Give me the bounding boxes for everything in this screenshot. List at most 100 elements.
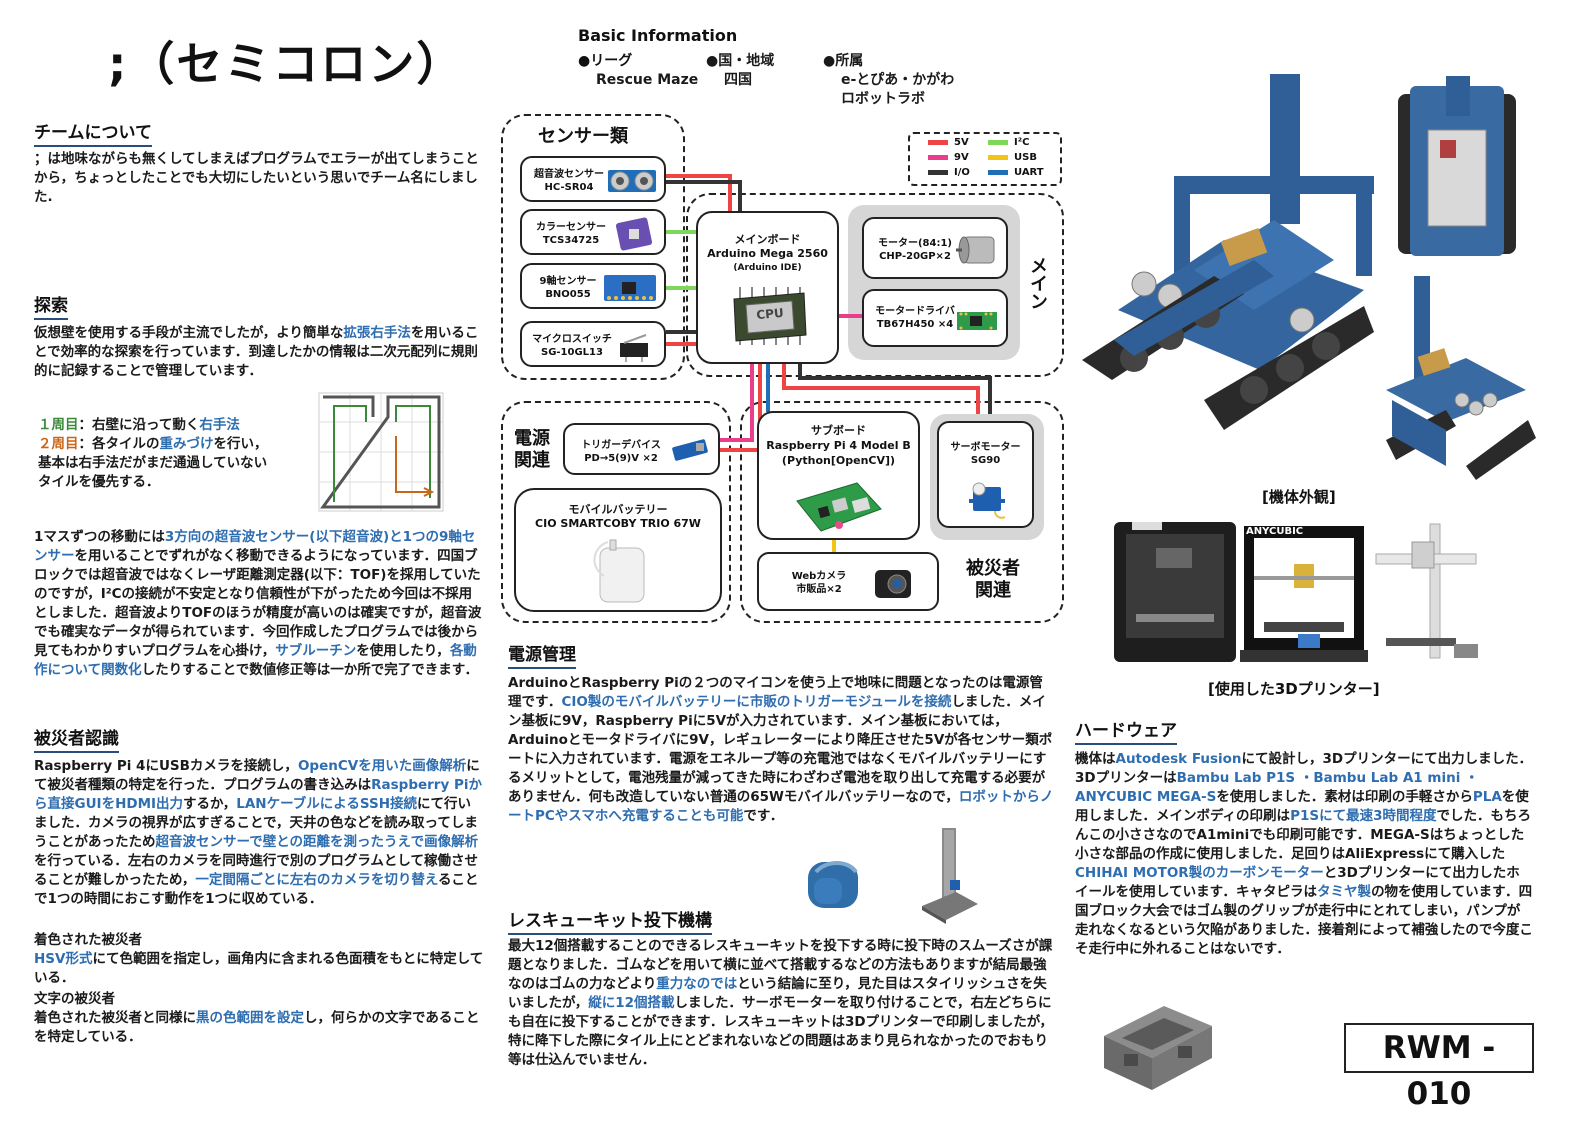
team-id-box: RWM - 010	[1344, 1023, 1534, 1112]
explore-para-2: 1マスずつの移動には3方向の超音波センサー(以下超音波)と1つの9軸センサーを用…	[34, 528, 484, 680]
robot-top-render	[1398, 76, 1516, 256]
org-value-2: ロボットラボ	[841, 91, 925, 107]
servo-icon	[969, 482, 1006, 519]
lap-description: １周目：右壁に沿って動く右手法 ２周目：各タイルの重みづけを行い，基本は右手法だ…	[38, 416, 278, 492]
legend-item: 9V	[928, 152, 969, 163]
legend-label: I/O	[954, 167, 970, 178]
victim-section: 被災者認識	[34, 724, 119, 753]
power-highlight: CIO製のモバイルバッテリーに市販のトリガーモジュールを接続	[561, 694, 952, 710]
org-value-1: e-とぴあ・かがわ	[841, 72, 955, 88]
victim-heading: 被災者認識	[34, 724, 119, 753]
webcam-icon	[875, 570, 911, 598]
victim-highlight: LANケーブルによるSSH接続	[236, 796, 418, 812]
hardware-highlight: P1Sにて最速3時間程度	[1290, 808, 1437, 824]
victim-highlight: HSV形式	[34, 951, 93, 967]
hardware-section: ハードウェア	[1075, 716, 1177, 745]
printer-mega-s-image	[1240, 526, 1368, 662]
battery-name: モバイルバッテリー	[568, 503, 668, 516]
legend-item: I/O	[928, 167, 970, 178]
hardware-highlight: タミヤ製	[1317, 884, 1372, 900]
servo-name: サーボモーター	[950, 442, 1021, 453]
power-text: です．	[743, 808, 784, 824]
motor-driver-icon	[957, 312, 997, 330]
rescue-dispenser-image	[922, 828, 978, 924]
hardware-text: を使用しました．メインボディの印刷は	[1075, 789, 1529, 824]
league-label: ●リーグ	[578, 53, 633, 69]
microswitch-name: マイクロスイッチ	[532, 334, 612, 345]
robot-side-render	[1386, 276, 1536, 480]
team-heading: チームについて	[34, 118, 152, 147]
explore-text: を使用したり，	[356, 643, 450, 659]
maze-path-illustration	[318, 392, 444, 512]
main-group-label: メイン	[1027, 256, 1048, 310]
letter-victim-title: 文字の被災者	[34, 991, 115, 1007]
region-label: ●国・地域	[706, 53, 775, 69]
region-value: 四国	[724, 72, 752, 88]
legend-swatch	[928, 140, 948, 145]
trigger-device-card: トリガーデバイス PD→5(9)V ×2	[563, 423, 720, 475]
victim-highlight: 一定間隔ごとに左右のカメラを切り替え	[195, 872, 438, 888]
color-sensor-name: カラーセンサー	[536, 222, 606, 233]
org-label: ●所属	[823, 53, 864, 69]
victim-text: ることで1つの時間におこす動作を1つに収めている．	[34, 872, 479, 907]
team-text: ；は地味ながらも無くしてしまえばプログラムでエラーが出てしまうことから，ちょっと…	[34, 151, 479, 205]
lap2-text: ：各タイルの	[78, 436, 160, 452]
trigger-device-model: PD→5(9)V ×2	[584, 453, 658, 464]
victim-text: にて色範囲を指定し，画角内に含まれる色面積をもとに特定している．	[34, 951, 484, 986]
webcam-name: Webカメラ	[791, 571, 847, 582]
power-group-box	[501, 401, 731, 623]
ultrasonic-name: 超音波センサー	[534, 169, 604, 180]
subboard-card: サブボード Raspberry Pi 4 Model B (Python[Ope…	[757, 411, 920, 540]
explore-highlight: 各動作について関数化	[34, 643, 477, 678]
legend-label: I²C	[1014, 137, 1030, 148]
subboard-language: (Python[OpenCV])	[781, 454, 896, 467]
victim-text: にて被災者種類の特定を行った．プログラムの書き込みは	[34, 758, 480, 793]
victim-group-label-1: 被災者	[966, 558, 1020, 579]
power-text: ArduinoとRaspberry Piの２つのマイコンを使う上で地味に問題とな…	[508, 675, 1043, 710]
color-sensor-icon	[615, 217, 653, 251]
explore-text: を用いることでずれがなく移動できるようになっています．四国ブロックでは超音波では…	[34, 548, 482, 659]
victim-highlight: 黒の色範囲を設定	[196, 1010, 304, 1026]
legend-label: 9V	[954, 152, 969, 163]
rescue-highlight: 縦に12個搭載	[588, 995, 675, 1011]
rescue-text: しました．サーボモーターを取り付けることで，右左どちらにも自在に投下することがで…	[508, 995, 1053, 1068]
mobile-battery-card: モバイルバッテリー CIO SMARTCOBY TRIO 67W	[514, 488, 722, 612]
hardware-heading: ハードウェア	[1075, 716, 1177, 745]
page-title: ;（セミコロン）	[108, 37, 465, 91]
basic-info-heading: Basic Information	[578, 26, 738, 45]
webcam-card: Webカメラ 市販品×2	[757, 552, 939, 611]
org-block: ●所属 e-とぴあ・かがわ ロボットラボ	[823, 52, 954, 109]
rescue-kit-cube-image	[808, 861, 858, 908]
explore-text: 1マスずつの移動には	[34, 529, 165, 545]
imu-name: 9軸センサー	[539, 276, 597, 287]
victim-highlight: Raspberry Piから直接GUIをHDMI出力	[34, 777, 482, 812]
microswitch-card: マイクロスイッチ SG-10GL13	[520, 321, 666, 367]
battery-model: CIO SMARTCOBY TRIO 67W	[535, 517, 701, 530]
motor-driver-model: TB67H450 ×4	[876, 319, 954, 330]
lap1-highlight: 右手法	[199, 417, 240, 433]
subboard-title: サブボード	[811, 424, 866, 437]
chassis-part-render	[1104, 1006, 1212, 1090]
color-sensor-model: TCS34725	[542, 235, 600, 246]
microswitch-model: SG-10GL13	[541, 347, 603, 358]
lap1-text: ：右壁に沿って動く	[78, 417, 200, 433]
lap2-highlight: 重みづけ	[159, 436, 214, 452]
victim-color: 着色された被災者 HSV形式にて色範囲を指定し，画角内に含まれる色面積をもとに特…	[34, 931, 484, 1047]
rescue-section: レスキューキット投下機構	[508, 906, 712, 935]
victim-highlight: OpenCVを用いた画像解析	[297, 758, 467, 774]
legend-swatch	[928, 155, 948, 160]
color-victim-title: 着色された被災者	[34, 932, 142, 948]
hardware-highlight: CHIHAI MOTOR製のカーボンモーター	[1075, 865, 1324, 881]
imu-sensor-card: 9軸センサー BNO055	[520, 263, 666, 309]
rescue-text: 最大12個搭載することのできるレスキューキットを投下する時に投下時のスムーズさが…	[508, 938, 1053, 992]
legend-item: I²C	[988, 137, 1029, 148]
hardware-highlight: Bambu Lab P1S ・Bambu Lab A1 mini ・ANYCUB…	[1075, 770, 1479, 805]
mainboard-title: メインボード	[734, 233, 801, 246]
ultrasonic-sensor-card: 超音波センサー HC-SR04	[520, 156, 666, 202]
ultrasonic-model: HC-SR04	[544, 182, 594, 193]
lap2-label: ２周目	[38, 436, 79, 452]
power-para: ArduinoとRaspberry Piの２つのマイコンを使う上で地味に問題とな…	[508, 674, 1054, 826]
hardware-text: の物を使用しています．四国ブロック大会ではゴム製のグリップが走行中にとれてしまい…	[1075, 884, 1533, 957]
power-group-label-2: 関連	[514, 450, 550, 471]
